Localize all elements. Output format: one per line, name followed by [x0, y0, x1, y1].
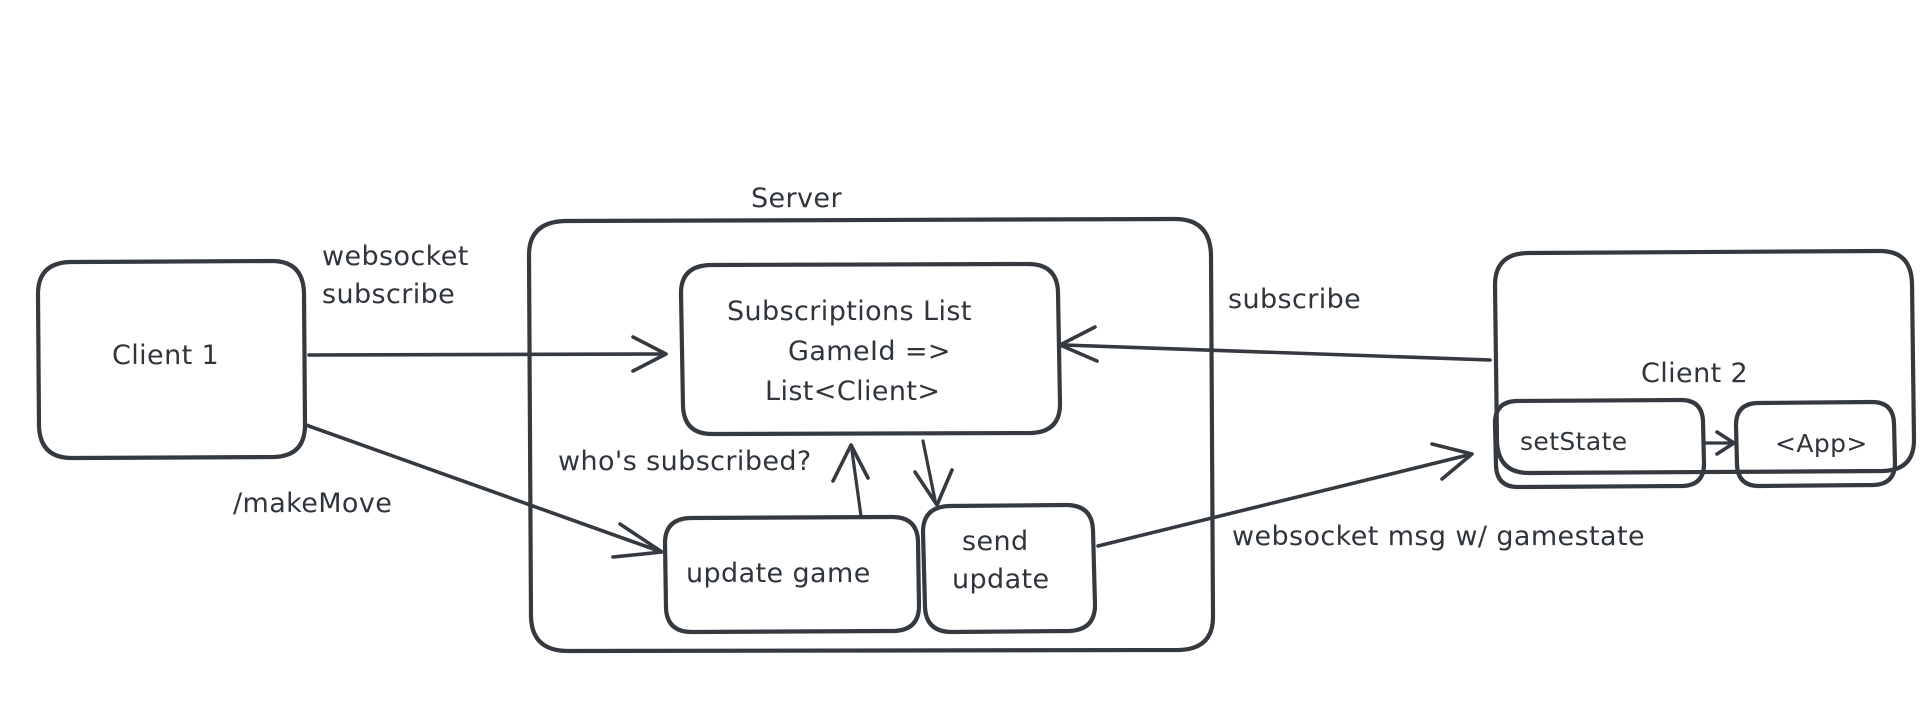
edge-setstate-to-app[interactable]: [1703, 430, 1736, 456]
node-send-update-line2: update: [952, 564, 1050, 595]
node-app-label: <App>: [1775, 429, 1868, 458]
node-set-state-label: setState: [1520, 427, 1628, 456]
node-send-update[interactable]: [920, 502, 1098, 635]
node-client1-label: Client 1: [112, 340, 219, 371]
node-update-game[interactable]: [662, 514, 922, 635]
edge-label-websocket-msg: websocket msg w/ gamestate: [1232, 521, 1645, 552]
node-set-state[interactable]: [1492, 397, 1707, 490]
edge-label-make-move: /makeMove: [233, 488, 392, 519]
node-subscriptions-line1: Subscriptions List: [727, 296, 972, 327]
edge-websocket-subscribe[interactable]: [307, 335, 668, 373]
node-app[interactable]: [1733, 399, 1898, 489]
edge-whos-subscribed[interactable]: [831, 443, 870, 518]
node-send-update-line1: send: [962, 526, 1029, 557]
edge-subscriptions-to-send-update[interactable]: [913, 439, 954, 507]
edge-websocket-msg[interactable]: [1096, 442, 1474, 548]
edge-label-whos-subscribed: who's subscribed?: [558, 446, 812, 477]
node-subscriptions-list[interactable]: [678, 261, 1063, 437]
node-server-label: Server: [751, 183, 842, 214]
node-client2[interactable]: [1492, 248, 1917, 476]
edge-label-subscribe-1: subscribe: [322, 279, 455, 310]
node-client2-label: Client 2: [1641, 358, 1748, 389]
edge-make-move[interactable]: [304, 423, 664, 559]
node-client1[interactable]: [35, 258, 308, 461]
node-update-game-label: update game: [686, 558, 871, 589]
edge-client2-subscribe[interactable]: [1058, 325, 1492, 363]
node-subscriptions-line2: GameId =>: [788, 336, 951, 367]
node-server[interactable]: [526, 216, 1216, 654]
edge-label-websocket: websocket: [322, 241, 469, 272]
edge-label-subscribe-2: subscribe: [1228, 284, 1361, 315]
node-subscriptions-line3: List<Client>: [765, 376, 940, 407]
